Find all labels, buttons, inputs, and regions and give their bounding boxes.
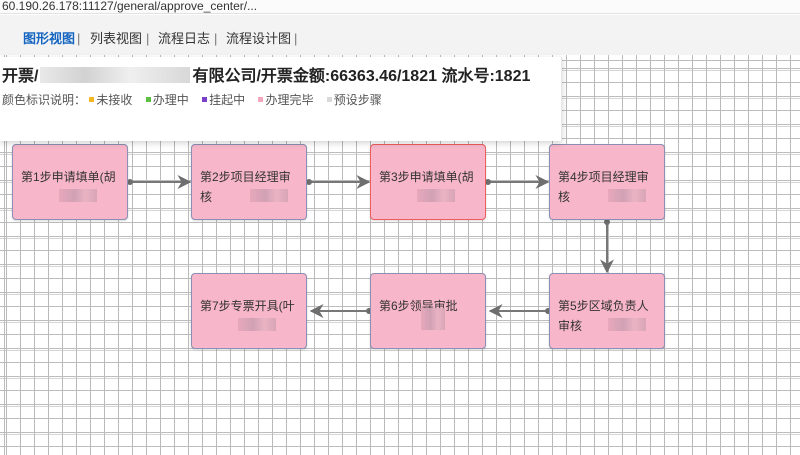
url-text: 60.190.26.178:11127/general/approve_cent… — [2, 0, 258, 13]
step-label: 第7步专票开具(叶 — [200, 299, 295, 313]
edge-start-dot — [485, 179, 491, 185]
tab-list-view[interactable]: 列表视图 — [90, 31, 143, 46]
flow-step-3[interactable]: 第3步申请填单(胡 — [370, 144, 486, 220]
flow-title: 开票/有限公司/开票金额:66363.46/1821 流水号:1821 — [2, 67, 532, 87]
step-label: 第4步项目经理审核 — [558, 170, 649, 204]
tab-flow-log[interactable]: 流程日志 — [158, 31, 211, 46]
redacted-handler-name — [417, 189, 455, 202]
step-label: 第1步申请填单(胡 — [21, 170, 116, 184]
edge-start-dot — [306, 179, 312, 185]
legend-dot-icon — [326, 97, 332, 102]
flow-step-4[interactable]: 第4步项目经理审核 — [549, 144, 665, 220]
flow-step-6[interactable]: 第6步领导审批 — [370, 273, 486, 349]
legend-dot-icon — [202, 97, 208, 102]
redacted-handler-name — [421, 308, 445, 330]
tab-flow-design[interactable]: 流程设计图 — [226, 31, 292, 46]
legend-dot-icon — [89, 97, 95, 102]
redacted-company-name — [40, 67, 191, 83]
redacted-handler-name — [608, 189, 646, 202]
tab-separator: | — [294, 31, 298, 46]
tab-graph-view[interactable]: 图形视图 — [23, 31, 76, 46]
legend-item-completed: 办理完毕 — [258, 93, 313, 107]
legend-dot-icon — [258, 97, 264, 102]
flow-title-prefix: 开票/ — [2, 68, 39, 85]
redacted-handler-name — [59, 189, 97, 202]
tab-separator: | — [146, 31, 150, 46]
redacted-handler-name — [238, 318, 276, 331]
color-legend: 颜色标识说明： 未接收 办理中 挂起中 办理完毕 预设步骤 — [2, 91, 553, 108]
tab-separator: | — [214, 31, 218, 46]
step-label: 第5步区域负责人审核 — [558, 299, 649, 333]
edge-start-dot — [127, 179, 133, 185]
flow-info-panel: 开票/有限公司/开票金额:66363.46/1821 流水号:1821 颜色标识… — [0, 57, 562, 141]
redacted-handler-name — [250, 189, 288, 202]
legend-item-preset: 预设步骤 — [326, 93, 382, 107]
flow-step-1[interactable]: 第1步申请填单(胡 — [12, 144, 128, 220]
flow-title-suffix: 有限公司/开票金额:66363.46/1821 流水号:1821 — [192, 68, 531, 85]
tab-separator: | — [77, 31, 81, 46]
step-label: 第3步申请填单(胡 — [379, 170, 474, 184]
legend-item-suspended: 挂起中 — [202, 93, 245, 107]
flow-step-5[interactable]: 第5步区域负责人审核 — [549, 273, 665, 349]
redacted-handler-name — [608, 318, 646, 331]
legend-dot-icon — [145, 97, 151, 102]
legend-item-not-received: 未接收 — [89, 93, 132, 107]
edge-start-dot — [604, 219, 610, 225]
flow-step-2[interactable]: 第2步项目经理审核 — [191, 144, 307, 220]
legend-label: 颜色标识说明： — [2, 93, 87, 107]
browser-url-bar[interactable]: 60.190.26.178:11127/general/approve_cent… — [0, 0, 800, 14]
view-tab-bar: 图形视图 | 列表视图 | 流程日志 | 流程设计图 | — [0, 15, 800, 55]
flow-step-7[interactable]: 第7步专票开具(叶 — [191, 273, 307, 349]
legend-item-in-progress: 办理中 — [145, 93, 189, 107]
step-label: 第2步项目经理审核 — [200, 170, 291, 204]
